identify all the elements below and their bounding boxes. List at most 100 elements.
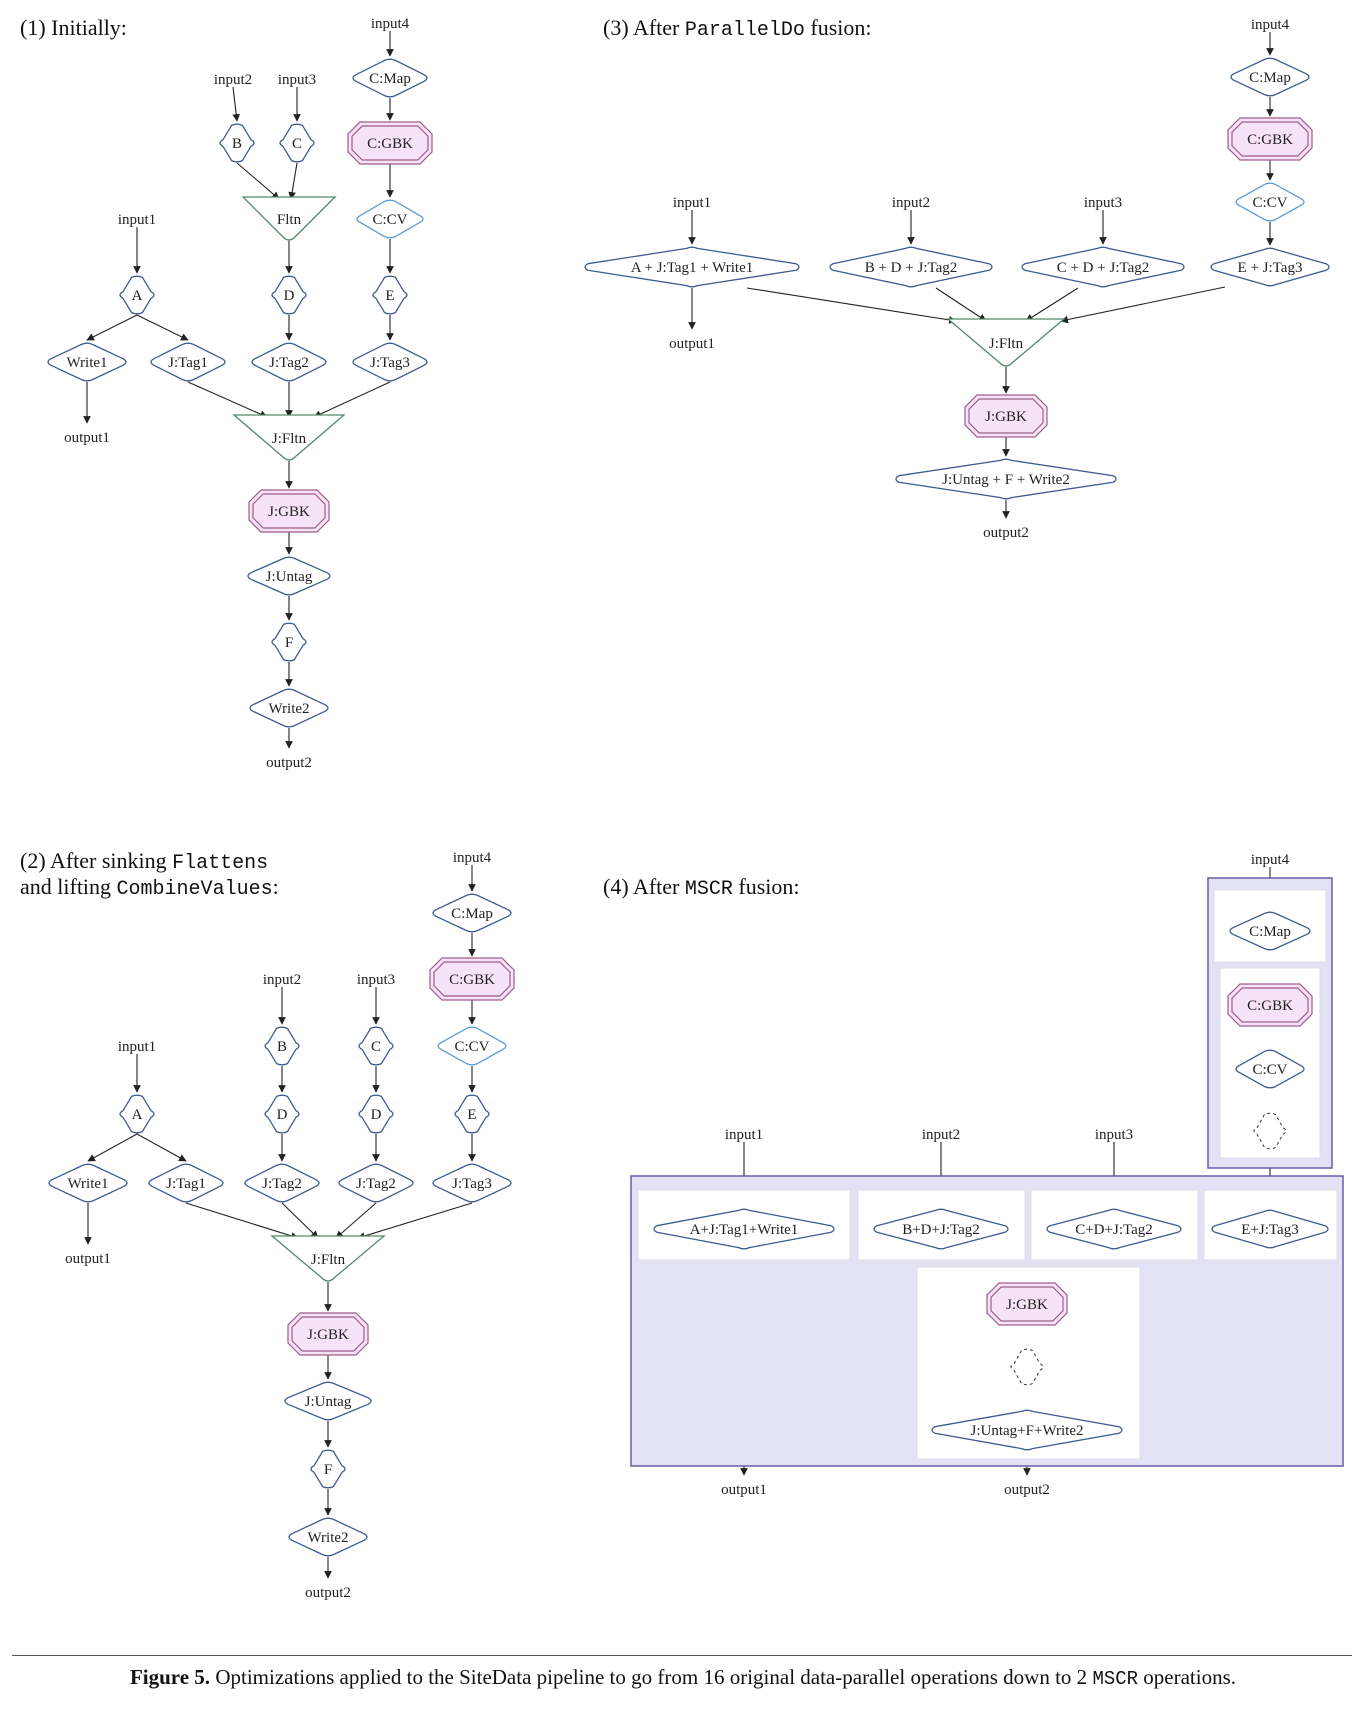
edge-p1-a-to-p1-jtag1 — [136, 314, 189, 341]
p2-f-label: F — [324, 1462, 332, 1478]
p4-a-label: A+J:Tag1+Write1 — [690, 1222, 799, 1238]
edge-p1-input2-to-p1-b — [232, 86, 241, 122]
p2-e-label: E — [467, 1107, 476, 1123]
p1-jtag1-node — [150, 342, 226, 382]
p2-b-node — [264, 1026, 300, 1066]
p1-d-label: D — [284, 288, 295, 304]
p4-a-node — [653, 1208, 835, 1250]
p4-c-label: C+D+J:Tag2 — [1075, 1222, 1153, 1238]
p2-output1-label: output1 — [65, 1251, 111, 1267]
panel-3-title: (3) After ParallelDo fusion: — [603, 15, 872, 42]
edge-p1-jtag3-to-p1-jfltn — [313, 381, 391, 418]
p1-a-node — [119, 275, 155, 315]
p2-d1-node — [264, 1094, 300, 1134]
p2-output2-label: output2 — [305, 1585, 351, 1601]
p1-fltn-label: Fltn — [277, 212, 302, 228]
p1-cmap-node — [352, 58, 428, 98]
p1-output1-label: output1 — [64, 430, 110, 446]
p2-a-node — [119, 1094, 155, 1134]
edge-p3-c-to-p3-jfltn — [1025, 287, 1079, 322]
p2-juntag-label: J:Untag — [305, 1394, 352, 1410]
p3-jgbk-label: J:GBK — [985, 409, 1027, 425]
p2-d1-label: D — [277, 1107, 288, 1123]
p4-cgbk-node-inner — [1231, 987, 1309, 1023]
p1-input1-label: input1 — [118, 212, 156, 228]
p2-jtag3-node — [432, 1163, 512, 1203]
p4-e-node — [1211, 1209, 1329, 1249]
p1-input4-label: input4 — [371, 16, 410, 32]
p2-jtag2a-label: J:Tag2 — [262, 1176, 302, 1192]
p3-b-label: B + D + J:Tag2 — [865, 260, 958, 276]
p1-jtag2-node — [251, 342, 327, 382]
p4-b-node — [873, 1208, 1009, 1250]
p3-input3-label: input3 — [1084, 195, 1122, 211]
p1-write2-label: Write2 — [268, 701, 309, 717]
p2-c-node — [358, 1026, 394, 1066]
edge-p3-e-to-p3-jfltn — [1060, 286, 1226, 324]
p3-jfltn-node — [946, 318, 1066, 367]
p1-input3-label: input3 — [278, 72, 316, 88]
edge-p1-b-to-p1-fltn — [236, 162, 280, 200]
edge-p2-a-to-p2-jtag1 — [136, 1133, 187, 1162]
p3-output1-label: output1 — [669, 336, 715, 352]
caption-rule — [12, 1655, 1352, 1656]
p3-jfltn-label: J:Fltn — [989, 336, 1024, 352]
p2-c-label: C — [371, 1039, 381, 1055]
edge-p1-c-to-p1-fltn — [288, 162, 298, 200]
boxes-layer — [630, 877, 1344, 1467]
p1-jfltn-label: J:Fltn — [272, 431, 307, 447]
p2-jtag2b-node — [338, 1163, 414, 1203]
edge-p2-jtag1-to-p2-jfltn — [185, 1202, 299, 1240]
edge-p2-jtag3-to-p2-jfltn — [357, 1202, 473, 1240]
p4-output1-label: output1 — [721, 1482, 767, 1498]
p3-input2-label: input2 — [892, 195, 930, 211]
p2-d2-label: D — [371, 1107, 382, 1123]
p1-f-node — [271, 622, 307, 662]
p3-c-label: C + D + J:Tag2 — [1057, 260, 1150, 276]
p1-a-label: A — [132, 288, 143, 304]
p4-untag-node — [931, 1409, 1123, 1451]
p2-write1-label: Write1 — [67, 1176, 108, 1192]
p2-input4-label: input4 — [453, 850, 492, 866]
p2-jgbk-label: J:GBK — [307, 1327, 349, 1343]
p4-e-label: E+J:Tag3 — [1241, 1222, 1298, 1238]
p2-jgbk-node-inner — [291, 1316, 365, 1352]
p1-output2-label: output2 — [266, 755, 312, 771]
p2-input3-label: input3 — [357, 972, 395, 988]
p2-b-label: B — [277, 1039, 287, 1055]
p1-jtag1-label: J:Tag1 — [168, 355, 208, 371]
p1-b-node — [219, 123, 255, 163]
p1-write1-label: Write1 — [66, 355, 107, 371]
p1-jtag3-label: J:Tag3 — [370, 355, 410, 371]
p1-write2-node — [249, 688, 329, 728]
p3-e-label: E + J:Tag3 — [1238, 260, 1303, 276]
p3-untag-node — [895, 458, 1117, 500]
p2-juntag-node — [284, 1381, 372, 1421]
p1-d-node — [271, 275, 307, 315]
caption-code: MSCR — [1092, 1668, 1139, 1690]
p2-a-label: A — [132, 1107, 143, 1123]
p1-cgbk-node-inner — [351, 125, 429, 161]
p2-cgbk-label: C:GBK — [449, 972, 495, 988]
p4-input1-label: input1 — [725, 1127, 763, 1143]
edge-p1-a-to-p1-write1 — [86, 314, 138, 341]
p1-write1-node — [47, 342, 127, 382]
caption-text-end: operations. — [1138, 1665, 1237, 1689]
p4-input2-label: input2 — [922, 1127, 960, 1143]
figure-caption: Figure 5. Optimizations applied to the S… — [0, 1665, 1366, 1690]
p2-write1-node — [48, 1163, 128, 1203]
edge-p2-a-to-p2-write1 — [87, 1133, 138, 1162]
p1-jtag2-label: J:Tag2 — [269, 355, 309, 371]
edge-p2-jtag2b-to-p2-jfltn — [335, 1202, 377, 1239]
p1-e-label: E — [385, 288, 394, 304]
p1-c-node — [279, 123, 315, 163]
p1-juntag-label: J:Untag — [266, 569, 313, 585]
panel-2-title-line2: and lifting CombineValues: — [20, 874, 279, 901]
p1-ccv-node — [356, 199, 424, 239]
p2-write2-node — [288, 1517, 368, 1557]
figure-number: Figure 5. — [129, 1665, 211, 1689]
p2-cgbk-node-inner — [433, 961, 511, 997]
p3-c-node — [1021, 246, 1185, 288]
p4-b-label: B+D+J:Tag2 — [902, 1222, 980, 1238]
p2-jtag1-label: J:Tag1 — [166, 1176, 206, 1192]
